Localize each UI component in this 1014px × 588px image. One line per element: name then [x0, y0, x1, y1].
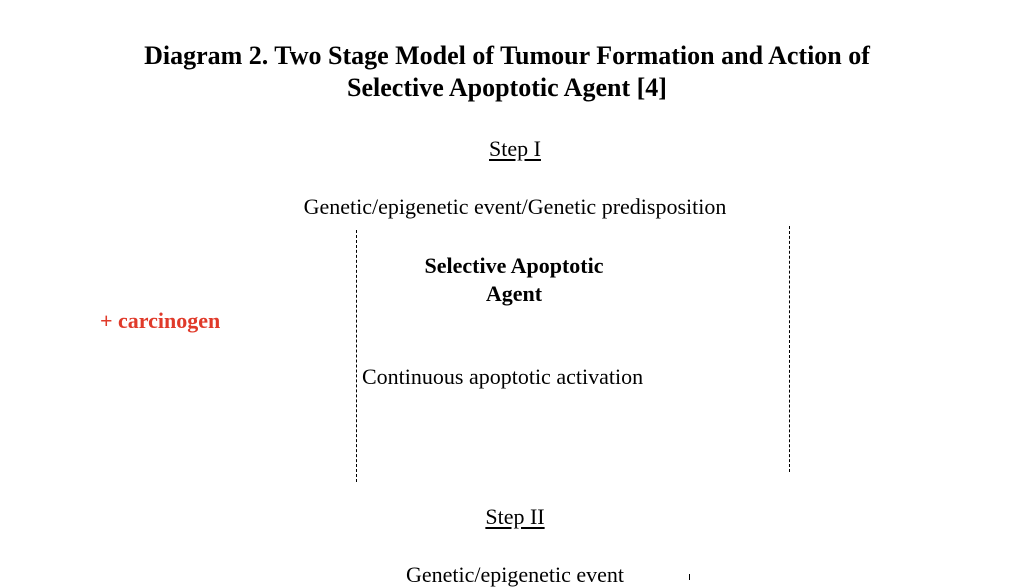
- title-line-1: Diagram 2. Two Stage Model of Tumour For…: [144, 41, 870, 70]
- diagram-title: Diagram 2. Two Stage Model of Tumour For…: [0, 40, 1014, 104]
- step-2-event-label: Genetic/epigenetic event: [405, 562, 625, 587]
- agent-line-1: Selective Apoptotic: [424, 253, 604, 278]
- step-2-heading: Step II: [485, 504, 545, 529]
- title-line-2: Selective Apoptotic Agent [4]: [347, 73, 667, 102]
- step-2-dashed-connector: [689, 574, 690, 580]
- step-1-event-label: Genetic/epigenetic event/Genetic predisp…: [303, 194, 727, 219]
- left-dashed-connector: [356, 230, 357, 482]
- step-1-heading: Step I: [489, 136, 541, 161]
- agent-line-2: Agent: [485, 281, 543, 306]
- right-dashed-connector: [789, 226, 790, 472]
- carcinogen-label: + carcinogen: [100, 308, 221, 333]
- selective-apoptotic-agent-label: Selective Apoptotic Agent: [364, 252, 664, 308]
- apoptotic-activation-label: Continuous apoptotic activation: [362, 364, 644, 389]
